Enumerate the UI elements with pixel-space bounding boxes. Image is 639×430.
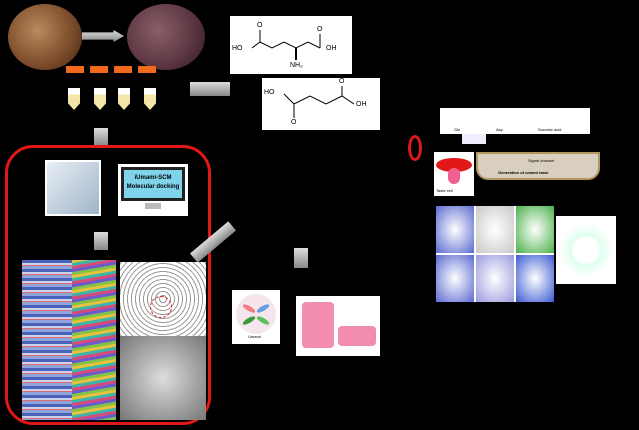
process-arrow — [82, 30, 124, 42]
heatmap — [22, 260, 72, 420]
down-arrow — [94, 128, 108, 146]
generation-label: Generation of umami taste — [498, 170, 549, 175]
binding-pocket-zoom — [120, 336, 206, 420]
processed-sample-image — [127, 4, 205, 70]
tube-icon — [118, 88, 130, 110]
signal-label: Signal channel — [528, 158, 555, 163]
arrow-to-molecules — [190, 82, 230, 96]
radar-chart: Umami — [232, 290, 280, 344]
docking-results-grid — [436, 206, 554, 302]
bracket-icon — [408, 135, 422, 161]
raw-sample-image — [8, 4, 82, 70]
tube-icon — [94, 88, 106, 110]
r-group-label-box: R group — [462, 134, 486, 148]
protein-structure — [120, 262, 206, 336]
succinate-structure: HO O O OH — [262, 78, 380, 130]
oh-label: OH — [326, 45, 337, 52]
electronic-tongue-instrument — [296, 296, 380, 356]
orange-marker — [138, 66, 156, 73]
succinic-label: Succinic acid — [538, 127, 562, 132]
computer-monitor: iUmami-SCM Molecular docking — [118, 164, 188, 216]
oh-label: OH — [356, 101, 367, 108]
ho-label: HO — [232, 45, 243, 52]
down-arrow — [294, 248, 308, 268]
orange-marker — [66, 66, 84, 73]
o-label: O — [291, 119, 297, 126]
radar-label: Umami — [248, 334, 261, 339]
software-method: Molecular docking — [126, 184, 180, 190]
nh2-label: NH₂ — [290, 62, 303, 69]
glu-label: Glu — [454, 127, 461, 132]
tube-icon — [68, 88, 80, 110]
instrument-image — [45, 160, 101, 216]
o-label: O — [339, 78, 345, 85]
orange-marker — [114, 66, 132, 73]
software-name: iUmami-SCM — [134, 175, 172, 181]
ho-label: HO — [264, 89, 275, 96]
analysis-frame — [5, 145, 211, 425]
taste-cell-membrane: Signal channel Generation of umami taste — [476, 152, 600, 180]
tube-icon — [144, 88, 156, 110]
down-arrow — [94, 232, 108, 250]
umami-compounds-row: Glu Asp Succinic acid — [440, 108, 590, 134]
mouth-icon: Taste cell — [434, 152, 474, 196]
asp-label: Asp — [496, 127, 503, 132]
taste-cell-label: Taste cell — [436, 188, 453, 193]
orange-marker — [90, 66, 108, 73]
r-group-label: R group — [462, 143, 477, 148]
o-label: O — [257, 22, 263, 29]
sankey-plot — [72, 260, 116, 420]
glutamate-structure: HO O O OH NH₂ — [230, 16, 352, 74]
ligand-interaction-diagram — [556, 216, 616, 284]
o-label: O — [317, 26, 323, 33]
